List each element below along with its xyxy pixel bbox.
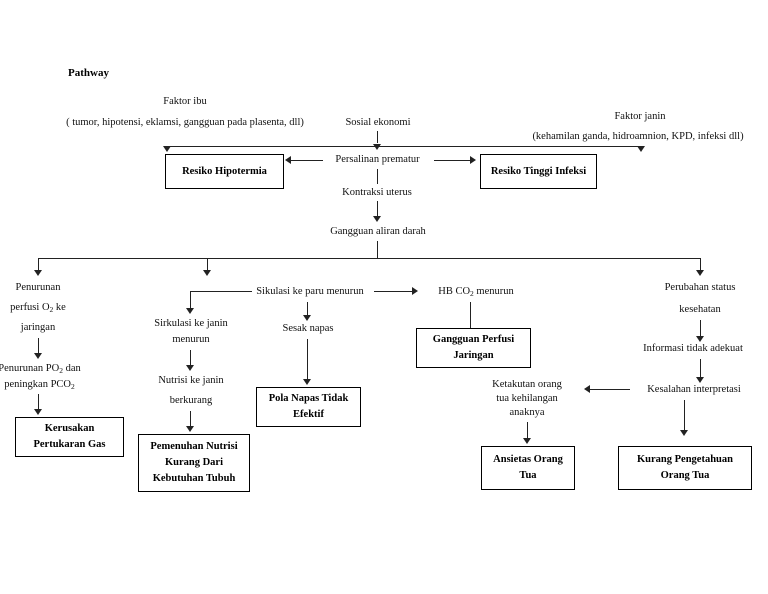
box-gangguan-perfusi-line2: Jaringan — [453, 350, 494, 361]
box-pemenuhan-nutrisi-line2: Kurang Dari — [164, 457, 224, 468]
box-pemenuhan-nutrisi-line1: Pemenuhan Nutrisi — [150, 441, 238, 452]
arrowhead-col2-nutrisi — [186, 365, 194, 371]
arrowhead-gangguan-aliran — [373, 216, 381, 222]
node-sesak-napas: Sesak napas — [282, 323, 334, 334]
box-kerusakan-pertukaran-gas: Kerusakan Pertukaran Gas — [15, 417, 124, 457]
node-nutrisi-janin-line2: berkurang — [169, 395, 213, 406]
arrowhead-col3 — [203, 270, 211, 276]
arrowhead-col1 — [34, 270, 42, 276]
box-pemenuhan-nutrisi-line3: Kebutuhan Tubuh — [152, 473, 236, 484]
node-sosial-ekonomi: Sosial ekonomi — [345, 117, 411, 128]
node-perubahan-status-line1: Perubahan status — [664, 282, 736, 293]
connector-col2-drop — [190, 291, 192, 310]
box-pemenuhan-nutrisi-kurang: Pemenuhan Nutrisi Kurang Dari Kebutuhan … — [138, 434, 250, 492]
box-kurang-pengetahuan-orang-tua: Kurang Pengetahuan Orang Tua — [618, 446, 752, 490]
node-ketakutan-line3: anaknya — [509, 407, 545, 418]
arrowhead-col2-pemenuhan-nutrisi — [186, 426, 194, 432]
connector-branch-col1-drop — [38, 258, 40, 272]
connector-sosial-ekonomi-down — [377, 131, 379, 143]
connector-ketakutan-to-ansietas — [527, 422, 529, 440]
connector-col1-po2-to-box — [38, 394, 40, 411]
node-kesalahan-interpretasi: Kesalahan interpretasi — [647, 384, 741, 395]
arrowhead-hbco2-right — [412, 287, 418, 295]
node-faktor-ibu-line1: Faktor ibu — [163, 96, 207, 107]
arrowhead-col1-kerusakan-gas — [34, 409, 42, 415]
connector-col3-sesak-to-box — [307, 339, 309, 381]
arrowhead-col3-pola-napas — [303, 379, 311, 385]
node-penurunan-perfusi-line1: Penurunan — [15, 282, 61, 293]
connector-branch-col5-drop — [700, 258, 702, 272]
connector-persalinan-to-hipotermia — [291, 160, 323, 162]
node-faktor-janin-line2: (kehamilan ganda, hidroamnion, KPD, infe… — [532, 131, 744, 142]
box-ansietas-orang-tua: Ansietas Orang Tua — [481, 446, 575, 490]
arrowhead-ansietas — [523, 438, 531, 444]
node-penurunan-perfusi-line3: jaringan — [20, 322, 56, 333]
box-kerusakan-gas-line1: Kerusakan — [44, 423, 95, 434]
connector-kesalahan-to-ketakutan — [590, 389, 630, 391]
connector-col5-informasi-to-kesalahan — [700, 359, 702, 379]
arrowhead-infeksi-right — [470, 156, 476, 164]
node-nutrisi-janin-line1: Nutrisi ke janin — [158, 375, 224, 386]
arrowhead-col1-po2 — [34, 353, 42, 359]
node-faktor-ibu-line2: ( tumor, hipotensi, eklamsi, gangguan pa… — [66, 117, 304, 128]
connector-col5-status-to-informasi — [700, 320, 702, 338]
arrowhead-hipotermia-left — [285, 156, 291, 164]
arrowhead-col2-sirkulasi-janin — [186, 308, 194, 314]
arrowhead-to-infeksi-top — [637, 146, 645, 152]
connector-col1-perfusi-to-po2 — [38, 338, 40, 355]
node-hb-co2-menurun: HB CO2 menurun — [438, 286, 514, 298]
box-pola-napas-line2: Efektif — [293, 409, 324, 420]
node-penurunan-perfusi-line2: perfusi O2 ke — [10, 302, 66, 314]
arrowhead-ketakutan-left — [584, 385, 590, 393]
box-resiko-hipotermia-label: Resiko Hipotermia — [182, 165, 267, 177]
connector-main-branch-bar — [38, 258, 700, 260]
box-kurang-pengetahuan-line2: Orang Tua — [660, 470, 710, 481]
connector-col4-hbco2-to-box — [470, 302, 472, 332]
box-resiko-hipotermia: Resiko Hipotermia — [165, 154, 284, 189]
box-kurang-pengetahuan-line1: Kurang Pengetahuan — [637, 454, 733, 465]
node-informasi-tidak-adekuat: Informasi tidak adekuat — [643, 343, 743, 354]
node-sikulasi-ke-paru: Sikulasi ke paru menurun — [256, 286, 364, 297]
box-gangguan-perfusi-line1: Gangguan Perfusi — [432, 334, 515, 345]
arrowhead-persalinan-top — [373, 144, 381, 150]
box-resiko-tinggi-infeksi-label: Resiko Tinggi Infeksi — [490, 165, 587, 177]
box-ansietas-line1: Ansietas Orang — [493, 454, 563, 465]
connector-col3-paru-to-sesak — [307, 302, 309, 317]
node-ketakutan-line1: Ketakutan orang — [492, 379, 562, 390]
arrowhead-col5-kesalahan — [696, 377, 704, 383]
connector-kontraksi-to-gangguan — [377, 201, 379, 218]
box-ansietas-line2: Tua — [519, 470, 537, 481]
node-kontraksi-uterus: Kontraksi uterus — [342, 187, 412, 198]
connector-persalinan-to-infeksi — [434, 160, 470, 162]
arrowhead-col5-informasi — [696, 336, 704, 342]
arrowhead-to-hipotermia-top — [163, 146, 171, 152]
box-pola-napas-tidak-efektif: Pola Napas Tidak Efektif — [256, 387, 361, 427]
connector-kesalahan-to-kurang-pengetahuan — [684, 400, 686, 432]
node-gangguan-aliran-darah: Gangguan aliran darah — [330, 226, 426, 237]
box-gangguan-perfusi-jaringan: Gangguan Perfusi Jaringan — [416, 328, 531, 368]
connector-col3-to-col2 — [190, 291, 252, 293]
arrowhead-kurang-pengetahuan — [680, 430, 688, 436]
node-penurunan-po2-line2: peningkan PCO2 — [4, 379, 75, 391]
connector-col2-nutrisi-to-box — [190, 411, 192, 428]
node-ketakutan-line2: tua kehilangan — [496, 393, 558, 404]
connector-gangguan-to-branchbar — [377, 241, 379, 258]
connector-persalinan-to-kontraksi — [377, 169, 379, 184]
node-persalinan-prematur: Persalinan prematur — [335, 154, 420, 165]
node-sirkulasi-janin-line2: menurun — [172, 334, 210, 345]
connector-col2-sirkulasi-to-nutrisi — [190, 350, 192, 367]
box-pola-napas-line1: Pola Napas Tidak — [268, 393, 349, 404]
node-faktor-janin-line1: Faktor janin — [614, 111, 666, 122]
box-resiko-tinggi-infeksi: Resiko Tinggi Infeksi — [480, 154, 597, 189]
connector-branch-col3-drop — [207, 258, 209, 272]
arrowhead-col3-sesak-napas — [303, 315, 311, 321]
box-kerusakan-gas-line2: Pertukaran Gas — [33, 439, 106, 450]
arrowhead-col5 — [696, 270, 704, 276]
page-title: Pathway — [68, 67, 109, 79]
connector-paru-to-hbco2 — [374, 291, 412, 293]
node-perubahan-status-line2: kesehatan — [679, 304, 721, 315]
node-sirkulasi-janin-line1: Sirkulasi ke janin — [154, 318, 228, 329]
node-penurunan-po2-line1: Penurunan PO2 dan — [0, 363, 81, 375]
connector-top-distribution-bar — [167, 146, 641, 148]
